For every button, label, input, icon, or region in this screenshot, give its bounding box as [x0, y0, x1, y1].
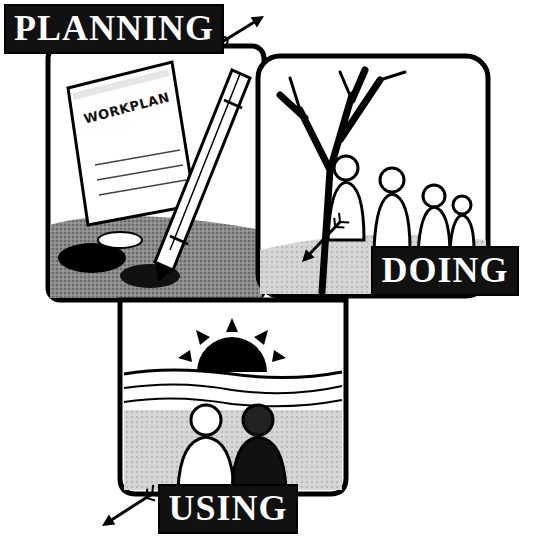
cycle-arrow-shape	[109, 494, 152, 522]
cycle-arrow-shape	[152, 485, 153, 494]
using-panel-shape	[243, 405, 273, 435]
doing-panel-shape	[328, 182, 364, 240]
planning-panel-shape	[48, 46, 264, 300]
stage-name: DOING	[381, 252, 508, 290]
using-panel-shape-shape	[226, 318, 238, 332]
cycle-arrow-shape	[302, 249, 315, 262]
cycle-arrow-shape	[333, 218, 336, 227]
doing-panel-shape	[423, 185, 445, 207]
cycle-arrow-shape	[102, 514, 115, 526]
cycle-arrow-shape	[146, 498, 155, 501]
using-panel-shape-shape	[178, 350, 192, 362]
cycle-arrow-shape	[338, 213, 341, 222]
using-panel-shape	[232, 437, 286, 490]
planning-panel-shape	[98, 232, 142, 248]
cycle-arrow-shape	[335, 226, 344, 228]
using-panel-shape-shape	[272, 350, 286, 362]
stage-label-box: PLANNING	[4, 4, 224, 54]
stage-label-box: DOING	[371, 246, 518, 296]
planning-panel	[48, 46, 264, 300]
using-panel	[120, 300, 346, 494]
using-panel-shape	[178, 437, 234, 490]
using-panel-shape	[124, 410, 342, 490]
cycle-arrow-shape	[251, 16, 264, 27]
using-panel-shape	[197, 337, 267, 372]
doing-panel-shape	[280, 70, 380, 292]
stage-name: PLANNING	[14, 10, 214, 48]
cycle-arrow-shape	[146, 489, 147, 498]
planning-panel-shape	[95, 150, 180, 165]
cycle-arrow-shape	[227, 38, 228, 47]
planning-panel-shape	[170, 74, 240, 250]
planning-panel-shape	[68, 62, 195, 225]
cycle-arrow-shape	[308, 222, 340, 256]
planning-panel-shape	[155, 262, 173, 282]
doing-panel-shape	[380, 168, 404, 192]
stage-label-box: USING	[158, 484, 297, 534]
doing-panel-shape	[450, 215, 474, 250]
doing-panel-shape	[290, 72, 405, 110]
cycle-arrow	[102, 16, 349, 526]
doing-panel-shape	[374, 194, 410, 250]
using-panel-shape	[124, 370, 342, 378]
using-panel-shape	[191, 405, 221, 435]
using-panel-shape	[124, 384, 342, 393]
using-panel-shape	[120, 300, 346, 494]
using-panel-shape	[124, 398, 342, 406]
using-panel-shape	[178, 318, 286, 362]
doing-panel-shape	[453, 196, 471, 214]
using-panel-shape-shape	[254, 330, 268, 345]
doing-panel-shape	[334, 156, 358, 180]
planning-panel-shape	[97, 165, 183, 180]
stage-name: USING	[168, 490, 287, 528]
planning-panel-shape	[99, 180, 186, 195]
cycle-arrow-shape	[340, 221, 349, 223]
using-panel-shape-shape	[196, 330, 210, 345]
